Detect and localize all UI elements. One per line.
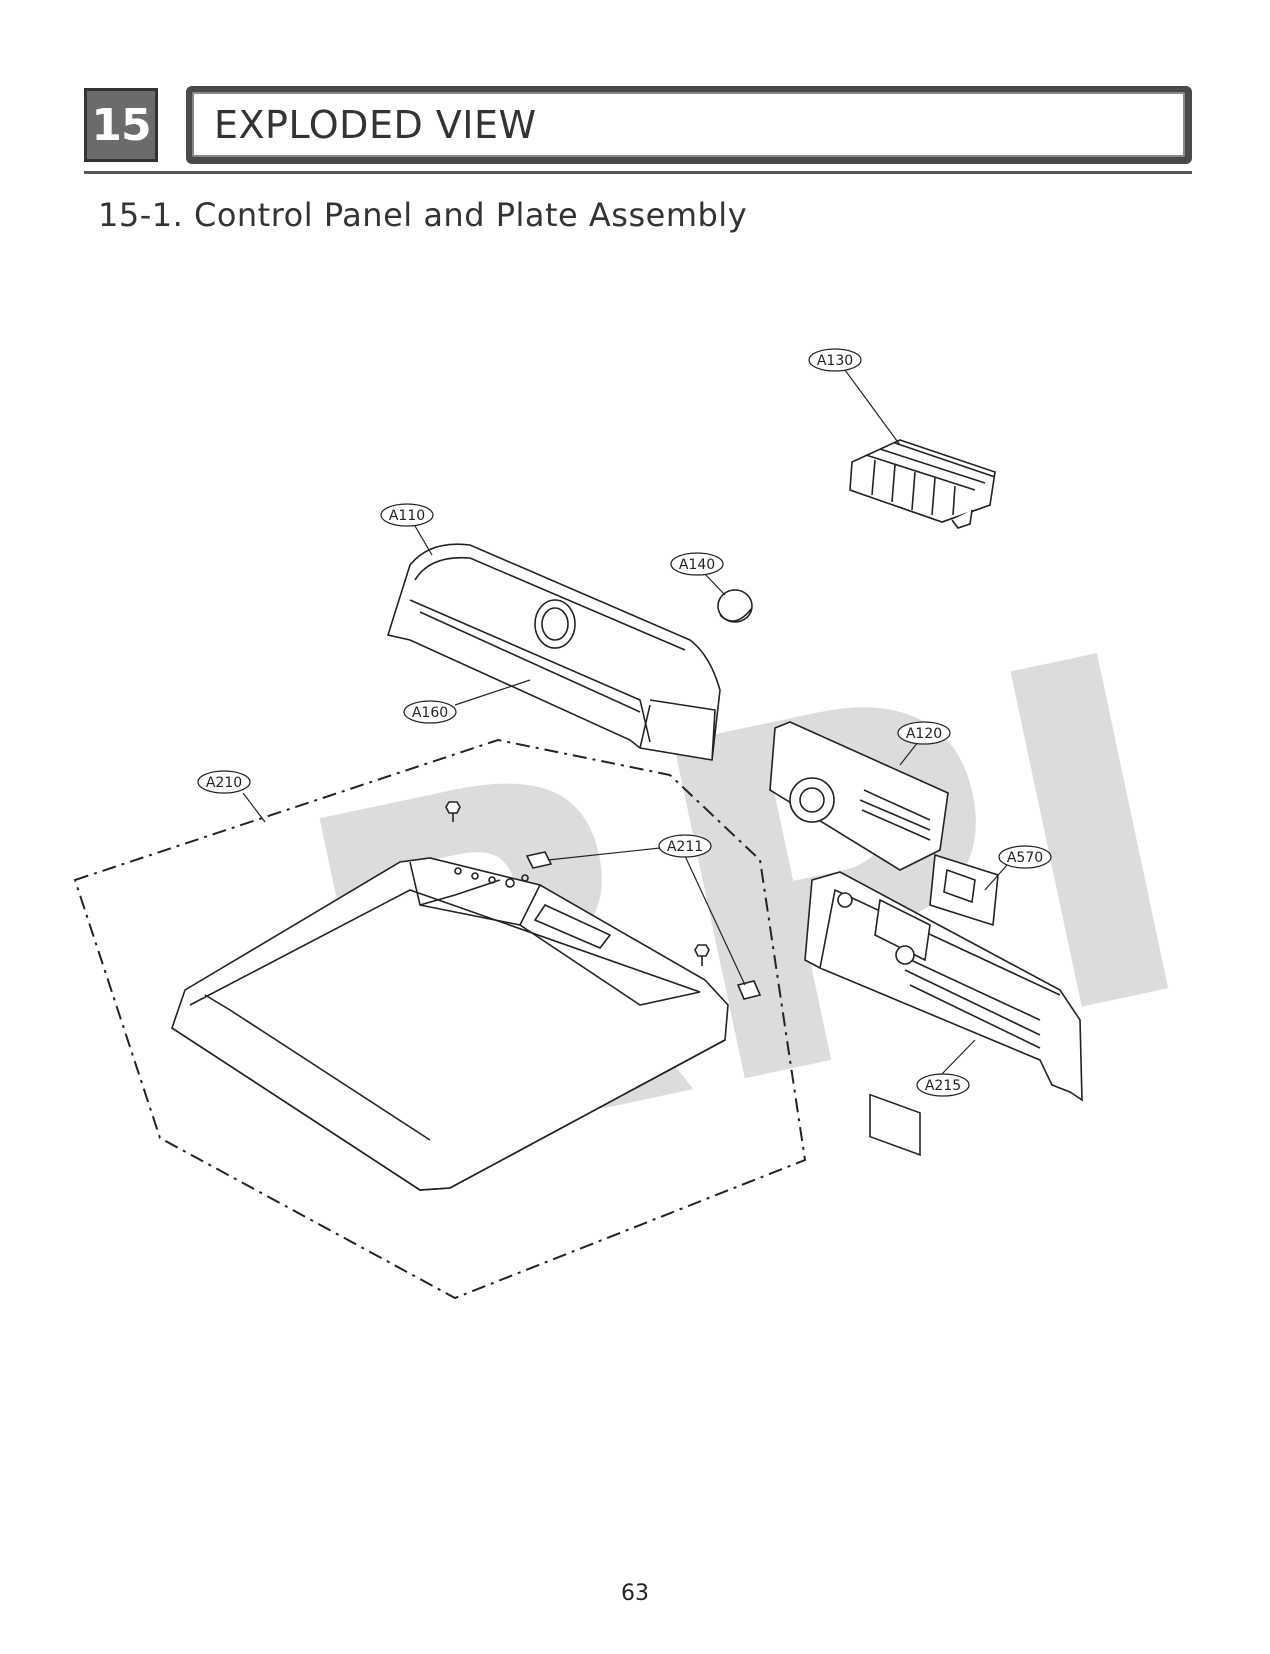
hinge-clip-part (525, 851, 762, 1000)
svg-text:A140: A140 (679, 557, 715, 573)
svg-text:A211: A211 (667, 839, 703, 855)
svg-text:A215: A215 (925, 1078, 961, 1094)
callout-A130: A130 (808, 348, 862, 372)
pcb-cover-part (849, 439, 996, 529)
callout-A215: A215 (916, 1073, 970, 1097)
section-number-box: 15 (84, 88, 158, 162)
svg-text:A210: A210 (206, 775, 242, 791)
section-title-frame: EXPLODED VIEW (186, 86, 1192, 164)
callout-A570: A570 (998, 845, 1052, 869)
svg-text:A160: A160 (412, 705, 448, 721)
section-number: 15 (91, 99, 151, 151)
callout-A211: A211 (658, 834, 712, 858)
callout-A120: A120 (897, 721, 951, 745)
callout-A110: A110 (380, 503, 434, 527)
header-rule (84, 171, 1192, 174)
callout-A140: A140 (670, 552, 724, 576)
section-title: EXPLODED VIEW (214, 102, 537, 147)
main-pcb-assembly-part (769, 721, 949, 1156)
screw-part (445, 801, 710, 966)
page-number: 63 (621, 1581, 649, 1606)
top-plate-part (171, 857, 729, 1191)
svg-text:A110: A110 (389, 508, 425, 524)
callout-A160: A160 (403, 700, 457, 724)
shield-plate-part (929, 853, 999, 927)
svg-text:A130: A130 (817, 353, 853, 369)
control-panel-frame-part (386, 543, 721, 761)
rear-plate-part (804, 871, 1083, 1102)
callout-A210: A210 (197, 770, 251, 794)
subsection-title: 15-1. Control Panel and Plate Assembly (98, 196, 748, 234)
svg-text:A570: A570 (1007, 850, 1043, 866)
svg-text:A120: A120 (906, 726, 942, 742)
knob-part (717, 589, 753, 623)
leader-lines (242, 369, 1008, 1077)
plate-assembly-boundary (73, 738, 807, 1300)
